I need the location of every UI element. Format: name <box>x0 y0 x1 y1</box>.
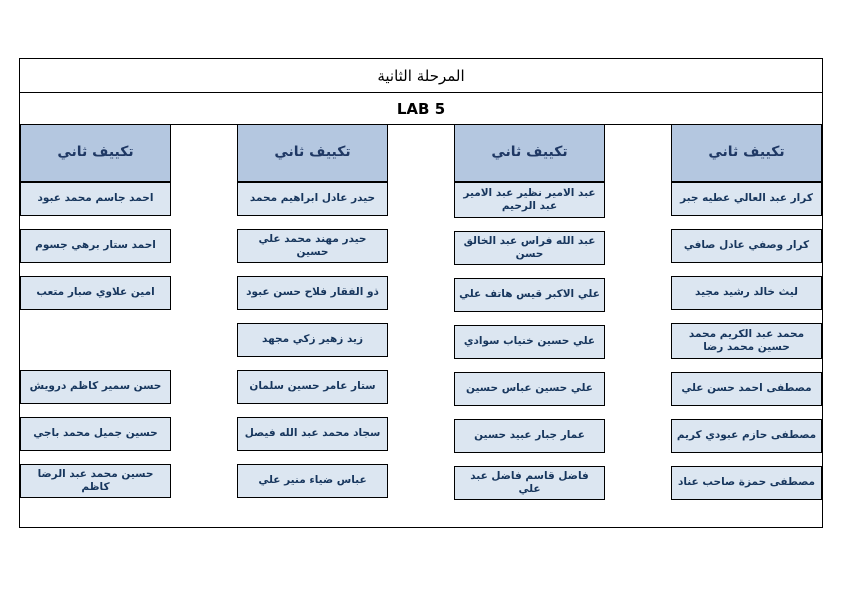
student-cell: عبد الامير نظير عبد الامير عبد الرحيم <box>454 182 605 218</box>
group-header-1: تكييف ثاني <box>671 125 822 182</box>
student-cell: علي الاكبر قيس هاتف علي <box>454 278 605 312</box>
student-cell: مصطفى حازم عبودي كريم <box>671 419 822 453</box>
stage-title: المرحلة الثانية <box>377 66 465 85</box>
group-column-4: تكييف ثاني احمد جاسم محمد عبود احمد ستار… <box>20 125 171 527</box>
group-header-3: تكييف ثاني <box>237 125 388 182</box>
student-cell: ذو الفقار فلاح حسن عبود <box>237 276 388 310</box>
group-header-2: تكييف ثاني <box>454 125 605 182</box>
student-cell: احمد جاسم محمد عبود <box>20 182 171 216</box>
student-cell: حسن سمير كاظم درويش <box>20 370 171 404</box>
group-header-4: تكييف ثاني <box>20 125 171 182</box>
student-roster-table: المرحلة الثانية LAB 5 تكييف ثاني كرار عب… <box>19 58 823 528</box>
student-cell: فاضل قاسم فاضل عبد علي <box>454 466 605 500</box>
empty-cell <box>20 323 171 357</box>
student-cell: زيد زهير زكي مجهد <box>237 323 388 357</box>
student-cell: حسين جميل محمد باجي <box>20 417 171 451</box>
student-cell: حيدر عادل ابراهيم محمد <box>237 182 388 216</box>
student-cell: علي حسين خنياب سوادي <box>454 325 605 359</box>
stage-title-row: المرحلة الثانية <box>20 59 822 93</box>
student-cell: حيدر مهند محمد علي حسين <box>237 229 388 263</box>
group-column-3: تكييف ثاني حيدر عادل ابراهيم محمد حيدر م… <box>237 125 388 527</box>
student-cell: علي حسين عباس حسين <box>454 372 605 406</box>
group-column-2: تكييف ثاني عبد الامير نظير عبد الامير عب… <box>454 125 605 527</box>
student-cell: محمد عبد الكريم محمد حسين محمد رضا <box>671 323 822 359</box>
groups-container: تكييف ثاني كرار عبد العالي عطيه جبر كرار… <box>20 125 822 527</box>
student-cell: عمار جبار عبيد حسين <box>454 419 605 453</box>
student-cell: عبد الله فراس عبد الخالق حسن <box>454 231 605 265</box>
student-cell: احمد ستار برهي جسوم <box>20 229 171 263</box>
student-cell: كرار وصفي عادل صافي <box>671 229 822 263</box>
student-cell: حسين محمد عبد الرضا كاظم <box>20 464 171 498</box>
student-cell: كرار عبد العالي عطيه جبر <box>671 182 822 216</box>
group-header-label: تكييف ثاني <box>57 144 134 161</box>
student-cell: ليث خالد رشيد مجيد <box>671 276 822 310</box>
group-header-label: تكييف ثاني <box>491 144 568 161</box>
group-header-label: تكييف ثاني <box>274 144 351 161</box>
group-header-label: تكييف ثاني <box>708 144 785 161</box>
student-cell: ستار عامر حسين سلمان <box>237 370 388 404</box>
student-cell: امين علاوي صبار متعب <box>20 276 171 310</box>
lab-title-row: LAB 5 <box>20 93 822 125</box>
student-cell: مصطفى احمد حسن علي <box>671 372 822 406</box>
lab-title: LAB 5 <box>396 99 446 118</box>
student-cell: عباس ضياء منير علي <box>237 464 388 498</box>
student-cell: مصطفى حمزة صاحب عناد <box>671 466 822 500</box>
group-column-1: تكييف ثاني كرار عبد العالي عطيه جبر كرار… <box>671 125 822 527</box>
student-cell: سجاد محمد عبد الله فيصل <box>237 417 388 451</box>
